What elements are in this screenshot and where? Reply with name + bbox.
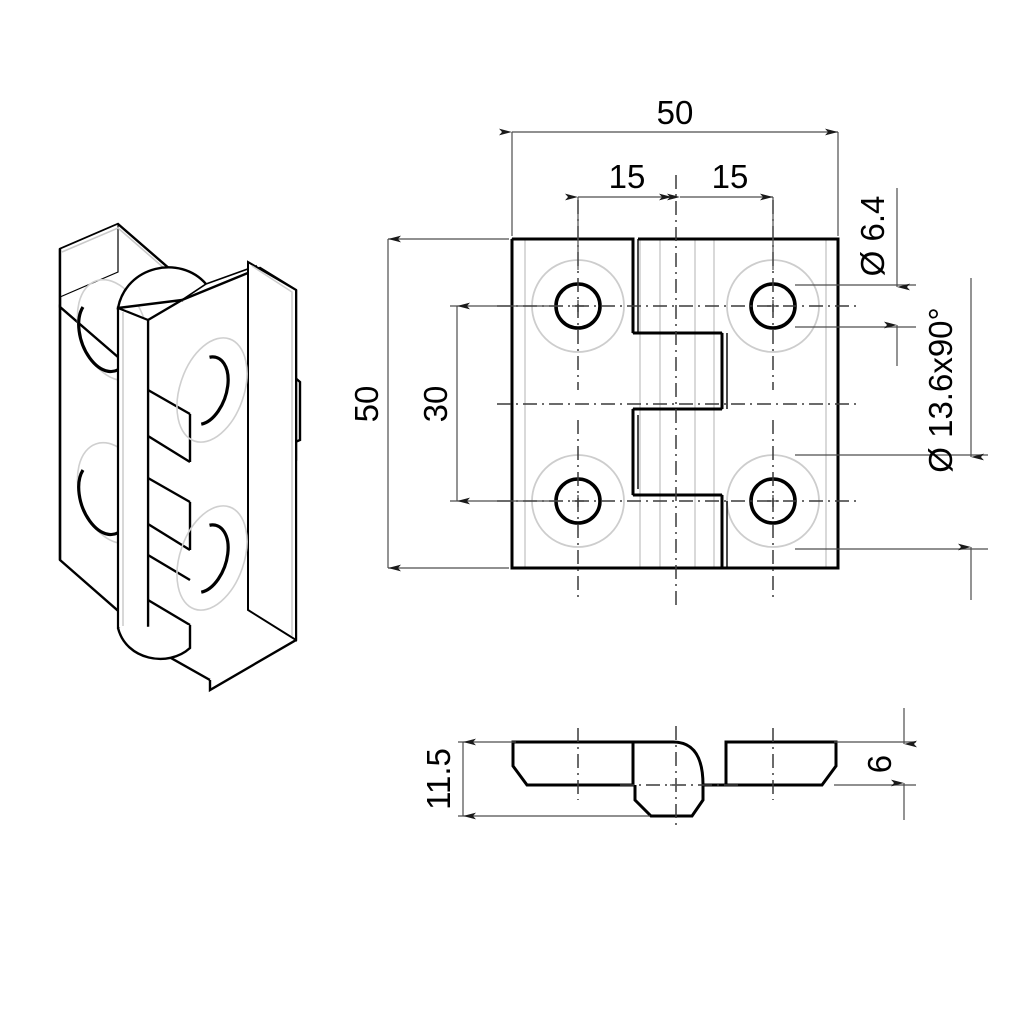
iso-knuckle-seam-8 <box>147 598 191 627</box>
iso-front-plate-bevel <box>251 265 293 636</box>
iso-front-leaf <box>116 260 298 693</box>
iso-knuckle-seam-4 <box>147 476 191 504</box>
dimension-label-spacing-right: 15 <box>712 158 749 195</box>
side-view: 11.5 6 <box>420 708 917 828</box>
iso-front-leaf-holes <box>176 337 248 611</box>
hole-circle-iso-3 <box>200 355 230 426</box>
iso-knuckle-column <box>116 306 192 661</box>
dimension-overall-width: 50 <box>499 94 839 236</box>
dimension-hole-pitch: 30 <box>417 302 560 505</box>
dimension-label-hole-pitch: 30 <box>417 386 454 423</box>
side-right-leaf-profile <box>724 740 838 787</box>
dimension-hole-spacing: 15 15 <box>565 158 774 270</box>
iso-knuckle-seam-7 <box>147 553 191 582</box>
dimension-label-spacing-left: 15 <box>609 158 646 195</box>
hole-circle-iso-4 <box>200 523 230 594</box>
countersink-circle-iso-4 <box>176 505 248 611</box>
side-knuckle-center-mark <box>670 779 682 791</box>
dimension-knuckle-height: 11.5 <box>420 738 650 820</box>
hole-circle-iso-2 <box>77 469 126 537</box>
front-left-leaf-edge-outer <box>510 239 722 570</box>
dimension-label-hole-diameter: Ø 6.4 <box>854 196 891 277</box>
dimension-countersink: Ø 13.6x90° <box>795 278 988 600</box>
dimension-label-leaf-thickness: 6 <box>861 755 898 773</box>
countersink-circle-iso-3 <box>176 337 248 443</box>
side-knuckle-lower <box>633 785 705 818</box>
dimension-hole-diameter: Ø 6.4 <box>795 188 916 366</box>
side-left-leaf-profile <box>511 740 635 787</box>
front-view: 50 15 15 50 30 <box>348 94 988 610</box>
dimension-label-overall-width: 50 <box>657 94 694 131</box>
hole-circle-iso-1 <box>77 306 126 374</box>
dimension-label-countersink: Ø 13.6x90° <box>922 307 959 472</box>
dimension-leaf-thickness: 6 <box>834 708 917 820</box>
iso-knuckle-seam-1 <box>147 388 191 416</box>
dimension-overall-height: 50 <box>348 235 509 572</box>
isometric-view <box>58 222 302 693</box>
iso-knuckle-bottom-cap <box>116 625 192 661</box>
iso-front-plate-thickness <box>247 260 297 642</box>
dimension-label-knuckle-height: 11.5 <box>420 748 457 810</box>
dimension-label-overall-height: 50 <box>348 386 385 423</box>
iso-knuckle-seam-3 <box>147 434 191 464</box>
